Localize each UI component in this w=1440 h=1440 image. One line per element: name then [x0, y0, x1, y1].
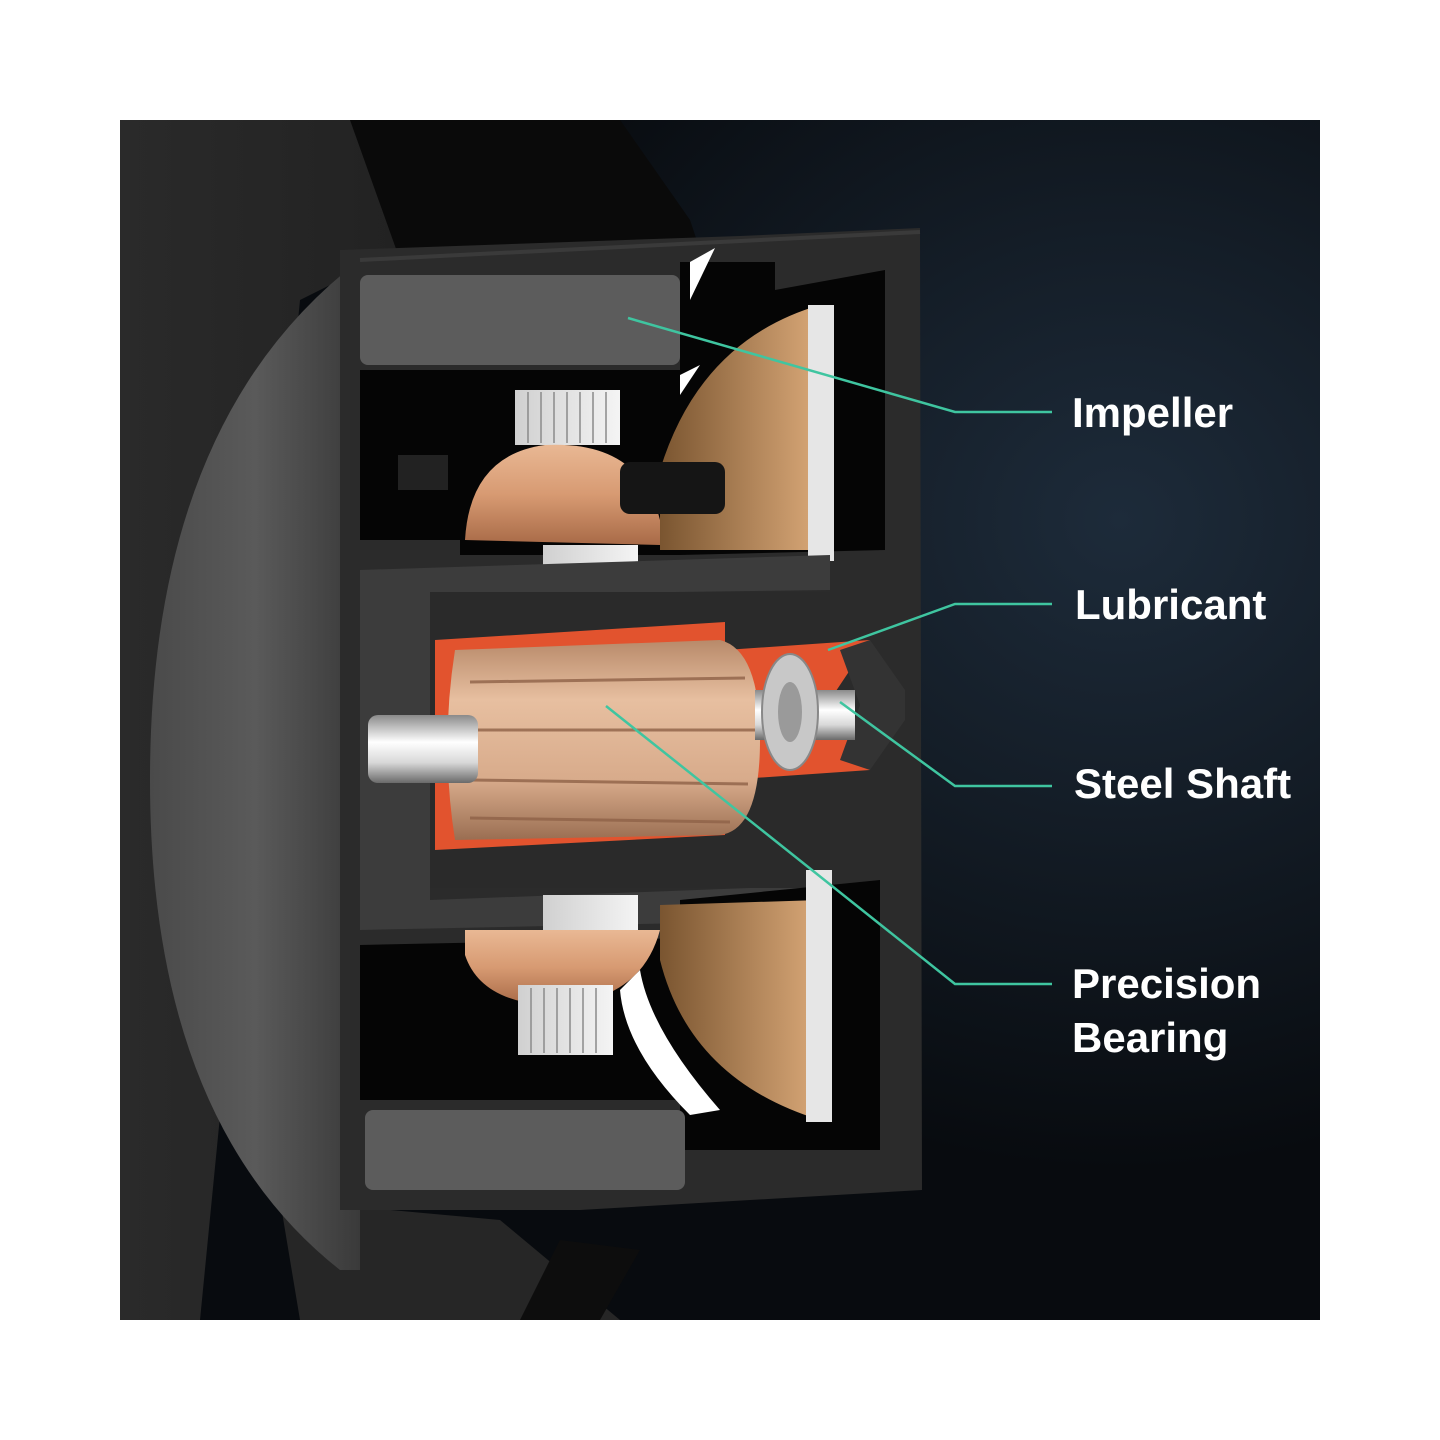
- fan-motor-cutaway: [120, 120, 1052, 1320]
- steel-shaft-left: [368, 715, 478, 783]
- callout-line-precision-bearing: [605, 705, 1052, 986]
- label-precision: Precision: [1072, 960, 1262, 1007]
- impeller-magnet-bottom: [365, 1110, 685, 1190]
- label-steel-shaft: Steel Shaft: [1074, 760, 1292, 807]
- label-bearing: Bearing: [1072, 1014, 1229, 1061]
- callout-line-impeller: [627, 316, 1052, 414]
- label-lubricant: Lubricant: [1075, 581, 1267, 628]
- callout-lines: [605, 316, 1052, 986]
- diagram-frame: Impeller Lubricant Steel Shaft Precision…: [120, 120, 1320, 1320]
- callout-line-steel-shaft: [839, 700, 1052, 788]
- label-impeller: Impeller: [1072, 389, 1234, 436]
- precision-bearing-rotor: [447, 640, 760, 840]
- impeller-magnet-top: [360, 275, 680, 365]
- callout-line-lubricant: [827, 602, 1052, 652]
